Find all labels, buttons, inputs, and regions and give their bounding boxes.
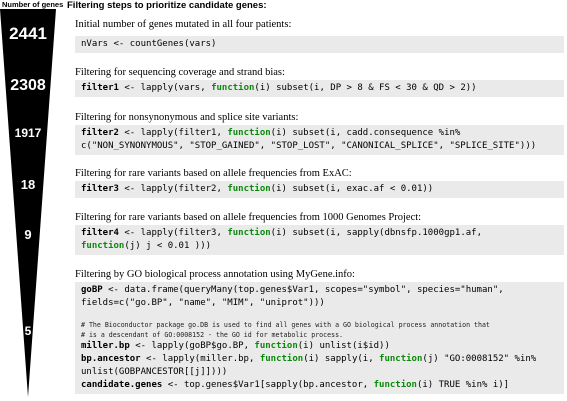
code-keyword: function bbox=[373, 380, 417, 390]
code-keyword: function bbox=[259, 354, 304, 364]
code-keyword: function bbox=[227, 184, 271, 194]
code-comment bbox=[81, 311, 85, 319]
funnel-graphic bbox=[0, 9, 56, 397]
page-title: Filtering steps to prioritize candidate … bbox=[67, 0, 267, 11]
code-variable: filter1 bbox=[81, 83, 119, 93]
funnel-shape bbox=[0, 9, 56, 397]
gene-count-2: 2308 bbox=[10, 77, 46, 94]
code-text: (i) unlist(i$id)) bbox=[297, 341, 390, 351]
gene-count-1: 2441 bbox=[9, 24, 47, 43]
code-line bbox=[81, 310, 558, 320]
code-keyword: function bbox=[379, 354, 423, 364]
gene-count-4: 18 bbox=[20, 177, 36, 192]
code-line: function(j) j < 0.01 ))) bbox=[81, 240, 558, 253]
code-text: (i) TRUE %in% i)] bbox=[416, 380, 510, 390]
step-1-description: Initial number of genes mutated in all f… bbox=[75, 19, 292, 30]
code-keyword: function bbox=[227, 128, 271, 138]
step-3-code-block: filter2 <- lapply(filter1, function(i) s… bbox=[75, 125, 564, 155]
code-keyword: function bbox=[227, 228, 271, 238]
code-text: <- lapply(filter2, bbox=[118, 184, 228, 194]
code-line: bp.ancestor <- lapply(miller.bp, functio… bbox=[81, 353, 558, 366]
step-1-code-block: nVars <- countGenes(vars) bbox=[75, 36, 564, 53]
code-line: # is a descendant of GO:0008152 - the GO… bbox=[81, 330, 558, 340]
code-comment: # The Bioconductor package go.DB is used… bbox=[81, 321, 490, 329]
code-line: c("NON_SYNONYMOUS", "STOP_GAINED", "STOP… bbox=[81, 140, 558, 153]
code-line: miller.bp <- lapply(goBP$go.BP, function… bbox=[81, 340, 558, 353]
code-text: (i) subset(i, cadd.consequence %in% bbox=[270, 128, 461, 138]
funnel-title: Number of genes bbox=[2, 0, 64, 9]
code-keyword: function bbox=[254, 341, 298, 351]
code-line: candidate.genes <- top.genes$Var1[sapply… bbox=[81, 379, 558, 392]
step-5-description: Filtering for rare variants based on all… bbox=[75, 212, 422, 223]
code-text: <- data.frame(queryMany(top.genes$Var1, … bbox=[102, 285, 504, 295]
code-line: filter1 <- lapply(vars, function(i) subs… bbox=[81, 82, 558, 95]
gene-count-6: 5 bbox=[24, 324, 32, 338]
code-line: filter3 <- lapply(filter2, function(i) s… bbox=[81, 183, 558, 196]
code-text: (i) subset(i, exac.af < 0.01)) bbox=[270, 184, 434, 194]
step-2-description: Filtering for sequencing coverage and st… bbox=[75, 67, 285, 78]
code-text: <- lapply(vars, bbox=[118, 83, 212, 93]
code-comment: # is a descendant of GO:0008152 - the GO… bbox=[81, 331, 344, 339]
code-text: (i) subset(i, DP > 8 & FS < 30 & QD > 2)… bbox=[254, 83, 477, 93]
code-text: (j) "GO:0008152" %in% bbox=[422, 354, 537, 364]
code-line: unlist(GOBPANCESTOR[[j]]))) bbox=[81, 366, 558, 379]
step-6-code-block: goBP <- data.frame(queryMany(top.genes$V… bbox=[75, 282, 564, 394]
code-line: nVars <- countGenes(vars) bbox=[81, 38, 558, 51]
step-4-description: Filtering for rare variants based on all… bbox=[75, 168, 352, 179]
code-text: <- lapply(filter3, bbox=[118, 228, 228, 238]
code-text: <- lapply(goBP$go.BP, bbox=[129, 341, 255, 351]
code-text: <- top.genes$Var1[sapply(bp.ancestor, bbox=[162, 380, 374, 390]
code-line: # The Bioconductor package go.DB is used… bbox=[81, 320, 558, 330]
code-variable: filter4 bbox=[81, 228, 119, 238]
code-variable: candidate.genes bbox=[81, 380, 163, 390]
step-3-description: Filtering for nonsynonymous and splice s… bbox=[75, 112, 299, 123]
code-text: <- lapply(filter1, bbox=[118, 128, 228, 138]
code-line: filter2 <- lapply(filter1, function(i) s… bbox=[81, 127, 558, 140]
code-text: nVars <- countGenes(vars) bbox=[81, 39, 217, 49]
step-6-description: Filtering by GO biological process annot… bbox=[75, 269, 355, 280]
code-variable: filter3 bbox=[81, 184, 119, 194]
step-4-code-block: filter3 <- lapply(filter2, function(i) s… bbox=[75, 181, 564, 198]
gene-count-3: 1917 bbox=[14, 126, 42, 140]
code-text: <- lapply(miller.bp, bbox=[140, 354, 260, 364]
code-variable: goBP bbox=[81, 285, 103, 295]
code-line: filter4 <- lapply(filter3, function(i) s… bbox=[81, 227, 558, 240]
code-text: (i) subset(i, sapply(dbnsfp.1000gp1.af, bbox=[270, 228, 482, 238]
code-text: unlist(GOBPANCESTOR[[j]]))) bbox=[81, 367, 228, 377]
code-text: c("NON_SYNONYMOUS", "STOP_GAINED", "STOP… bbox=[81, 141, 537, 151]
step-5-code-block: filter4 <- lapply(filter3, function(i) s… bbox=[75, 225, 564, 255]
step-2-code-block: filter1 <- lapply(vars, function(i) subs… bbox=[75, 80, 564, 97]
code-line: goBP <- data.frame(queryMany(top.genes$V… bbox=[81, 284, 558, 297]
code-variable: filter2 bbox=[81, 128, 119, 138]
code-text: (i) sapply(i, bbox=[303, 354, 380, 364]
code-variable: bp.ancestor bbox=[81, 354, 141, 364]
code-text: (j) j < 0.01 ))) bbox=[124, 241, 212, 251]
code-text: fields=c("go.BP", "name", "MIM", "unipro… bbox=[81, 298, 325, 308]
code-variable: miller.bp bbox=[81, 341, 130, 351]
code-keyword: function bbox=[81, 241, 125, 251]
code-keyword: function bbox=[211, 83, 255, 93]
gene-count-5: 9 bbox=[24, 227, 32, 242]
code-line: fields=c("go.BP", "name", "MIM", "unipro… bbox=[81, 297, 558, 310]
